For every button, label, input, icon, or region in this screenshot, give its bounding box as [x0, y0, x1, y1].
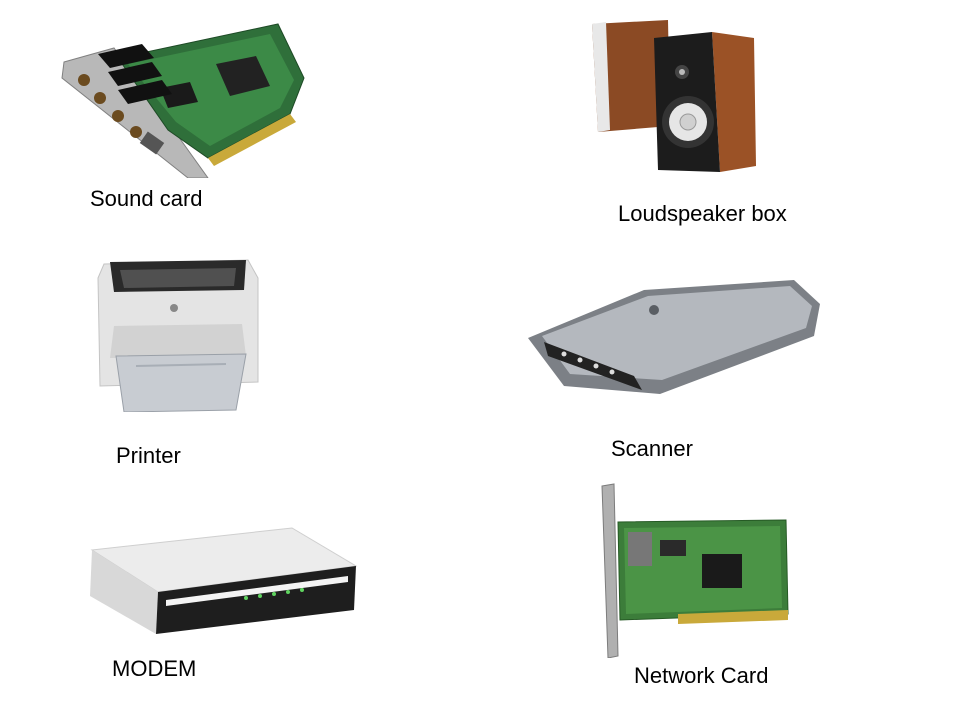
printer-image: [96, 256, 262, 412]
network-card-image: [598, 482, 790, 658]
printer-label: Printer: [116, 443, 181, 468]
scanner-label: Scanner: [611, 436, 693, 461]
sound-card-image: [58, 18, 310, 178]
scanner-image: [524, 276, 822, 400]
modem-image: [86, 526, 358, 636]
loudspeaker-box-label: Loudspeaker box: [618, 201, 787, 226]
loudspeaker-box-image: [584, 18, 760, 178]
network-card-label: Network Card: [634, 663, 769, 688]
modem-label: MODEM: [112, 656, 197, 681]
sound-card-label: Sound card: [90, 186, 203, 211]
